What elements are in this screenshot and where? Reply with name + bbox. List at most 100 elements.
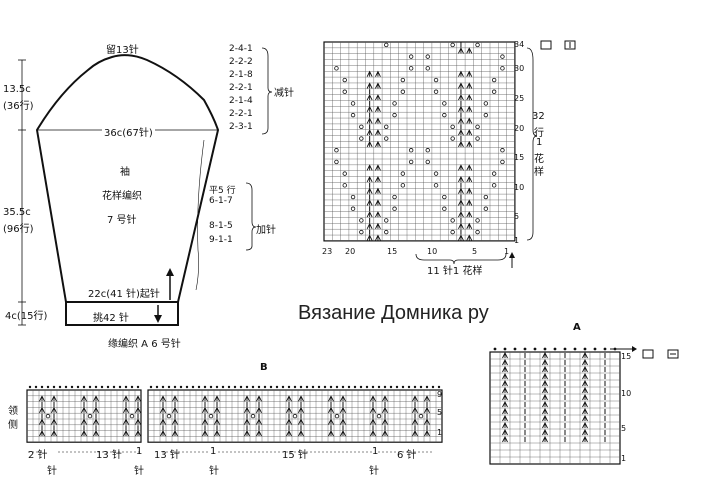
yarn-over-symbol: [433, 171, 439, 176]
decrease-symbol: [582, 358, 588, 366]
decrease-symbol: [135, 395, 141, 402]
yarn-over-symbol: [342, 171, 347, 176]
decrease-symbol: [466, 117, 473, 124]
yarn-over-symbol: [475, 218, 480, 223]
yarn-over-symbol: [408, 148, 414, 153]
decrease-symbol: [370, 406, 376, 414]
sleeve-width-label: 36c(67针): [102, 124, 155, 139]
b-count-15: 15 针: [282, 450, 308, 461]
decrease-symbol: [458, 234, 464, 241]
chart-b-bind-off-dot: [191, 385, 195, 389]
decrease-symbol: [542, 365, 548, 373]
decrease-symbol: [244, 395, 250, 402]
chart-b-bind-off-dot: [419, 385, 423, 389]
yarn-over-symbol: [350, 112, 356, 118]
chart-b-bind-off-dot: [203, 385, 207, 389]
decrease-symbol: [123, 406, 129, 414]
top-cast-off-label: 留13针: [106, 45, 139, 56]
decrease-symbol: [202, 418, 208, 425]
chart-b-bind-off-dot: [299, 385, 303, 389]
decrease-step-7: 2-3-1: [229, 122, 253, 132]
cuff-pick-up-label: 挑42 针: [93, 313, 129, 324]
chart-b-bind-off-dot: [407, 385, 411, 389]
yarn-over-symbol: [45, 413, 51, 419]
decrease-symbol: [366, 94, 373, 101]
chart-b-bind-off-dot: [377, 385, 381, 389]
yarn-over-symbol: [384, 42, 389, 48]
decrease-symbol: [375, 105, 381, 112]
yarn-over-symbol: [433, 77, 439, 83]
yarn-over-symbol: [384, 124, 389, 130]
yarn-over-symbol: [425, 66, 430, 71]
sleeve-name: 袖: [120, 167, 130, 178]
chart-a-grid: [489, 347, 621, 465]
decrease-symbol: [298, 418, 304, 425]
yarn-over-symbol: [425, 159, 430, 165]
decrease-symbol: [458, 140, 464, 148]
decrease-symbol: [328, 429, 334, 437]
decrease-symbol: [542, 428, 548, 436]
decrease-symbol: [286, 429, 292, 437]
chart-a-bind-off-dot: [543, 347, 547, 351]
chart-b-part-1-frame: [147, 389, 443, 443]
chart-b-bind-off-dot: [221, 385, 225, 389]
decrease-symbol: [375, 175, 381, 183]
cap-height-rows: (36行): [3, 101, 34, 112]
yarn-over-symbol: [450, 136, 455, 141]
decrease-symbol: [542, 421, 548, 429]
decrease-symbol: [93, 395, 99, 402]
decrease-symbol: [172, 418, 178, 425]
decrease-step-5: 2-1-4: [229, 96, 253, 106]
decrease-step-1: 2-4-1: [229, 44, 253, 54]
a-row-1: 1: [621, 454, 627, 463]
decrease-symbol: [412, 418, 418, 425]
chart-b-bind-off-dot: [173, 385, 177, 389]
yarn-over-symbol: [442, 194, 447, 200]
yarn-over-symbol: [384, 136, 389, 141]
b-count-1b: 1: [210, 446, 217, 457]
decrease-symbol: [375, 140, 381, 148]
decrease-symbol: [466, 82, 473, 89]
yarn-over-symbol: [408, 66, 414, 71]
decrease-symbol: [542, 400, 548, 408]
cap-height-cm: 13.5c: [3, 84, 31, 95]
decrease-symbol: [244, 418, 250, 425]
decrease-symbol: [542, 379, 548, 387]
yarn-over-symbol: [500, 54, 505, 59]
decrease-symbol: [256, 418, 262, 425]
yarn-over-symbol: [483, 101, 489, 106]
yarn-over-symbol: [425, 54, 430, 59]
decrease-symbol: [256, 395, 262, 402]
yarn-over-symbol: [384, 229, 389, 235]
chart-a-bind-off-dot: [513, 347, 517, 351]
chart-b-bind-off-dot: [52, 385, 56, 389]
chart-b-bind-off-dot: [335, 385, 339, 389]
yarn-over-symbol: [408, 159, 414, 165]
row-label-34: 34: [514, 40, 525, 49]
b-count-1a: 1: [136, 446, 143, 457]
decrease-symbol: [502, 421, 508, 429]
decrease-symbol: [424, 418, 430, 425]
chart-b-bind-off-dot: [136, 385, 140, 389]
decrease-symbol: [214, 406, 220, 414]
decrease-symbol: [202, 406, 208, 414]
repeat-cols: 11 针1 花样: [427, 266, 483, 277]
chart-b-bind-off-dot: [227, 385, 231, 389]
decrease-symbol: [466, 234, 473, 241]
b-row-5: 5: [437, 408, 443, 417]
decrease-symbol: [51, 429, 57, 437]
decrease-symbol: [582, 400, 588, 408]
chart-b-bind-off-dot: [347, 385, 351, 389]
row-label-5: 5: [514, 212, 520, 221]
yarn-over-symbol: [483, 194, 489, 200]
b-row-1: 1: [437, 428, 443, 437]
decrease-symbol: [256, 406, 262, 414]
decrease-symbol: [370, 418, 376, 425]
row-label-15: 15: [514, 153, 525, 162]
decrease-symbol: [340, 406, 346, 414]
decrease-symbol: [412, 429, 418, 437]
decrease-symbol: [458, 129, 464, 136]
decrease-symbol: [542, 435, 548, 443]
yarn-over-symbol: [250, 413, 256, 419]
decrease-symbol: [172, 395, 178, 402]
